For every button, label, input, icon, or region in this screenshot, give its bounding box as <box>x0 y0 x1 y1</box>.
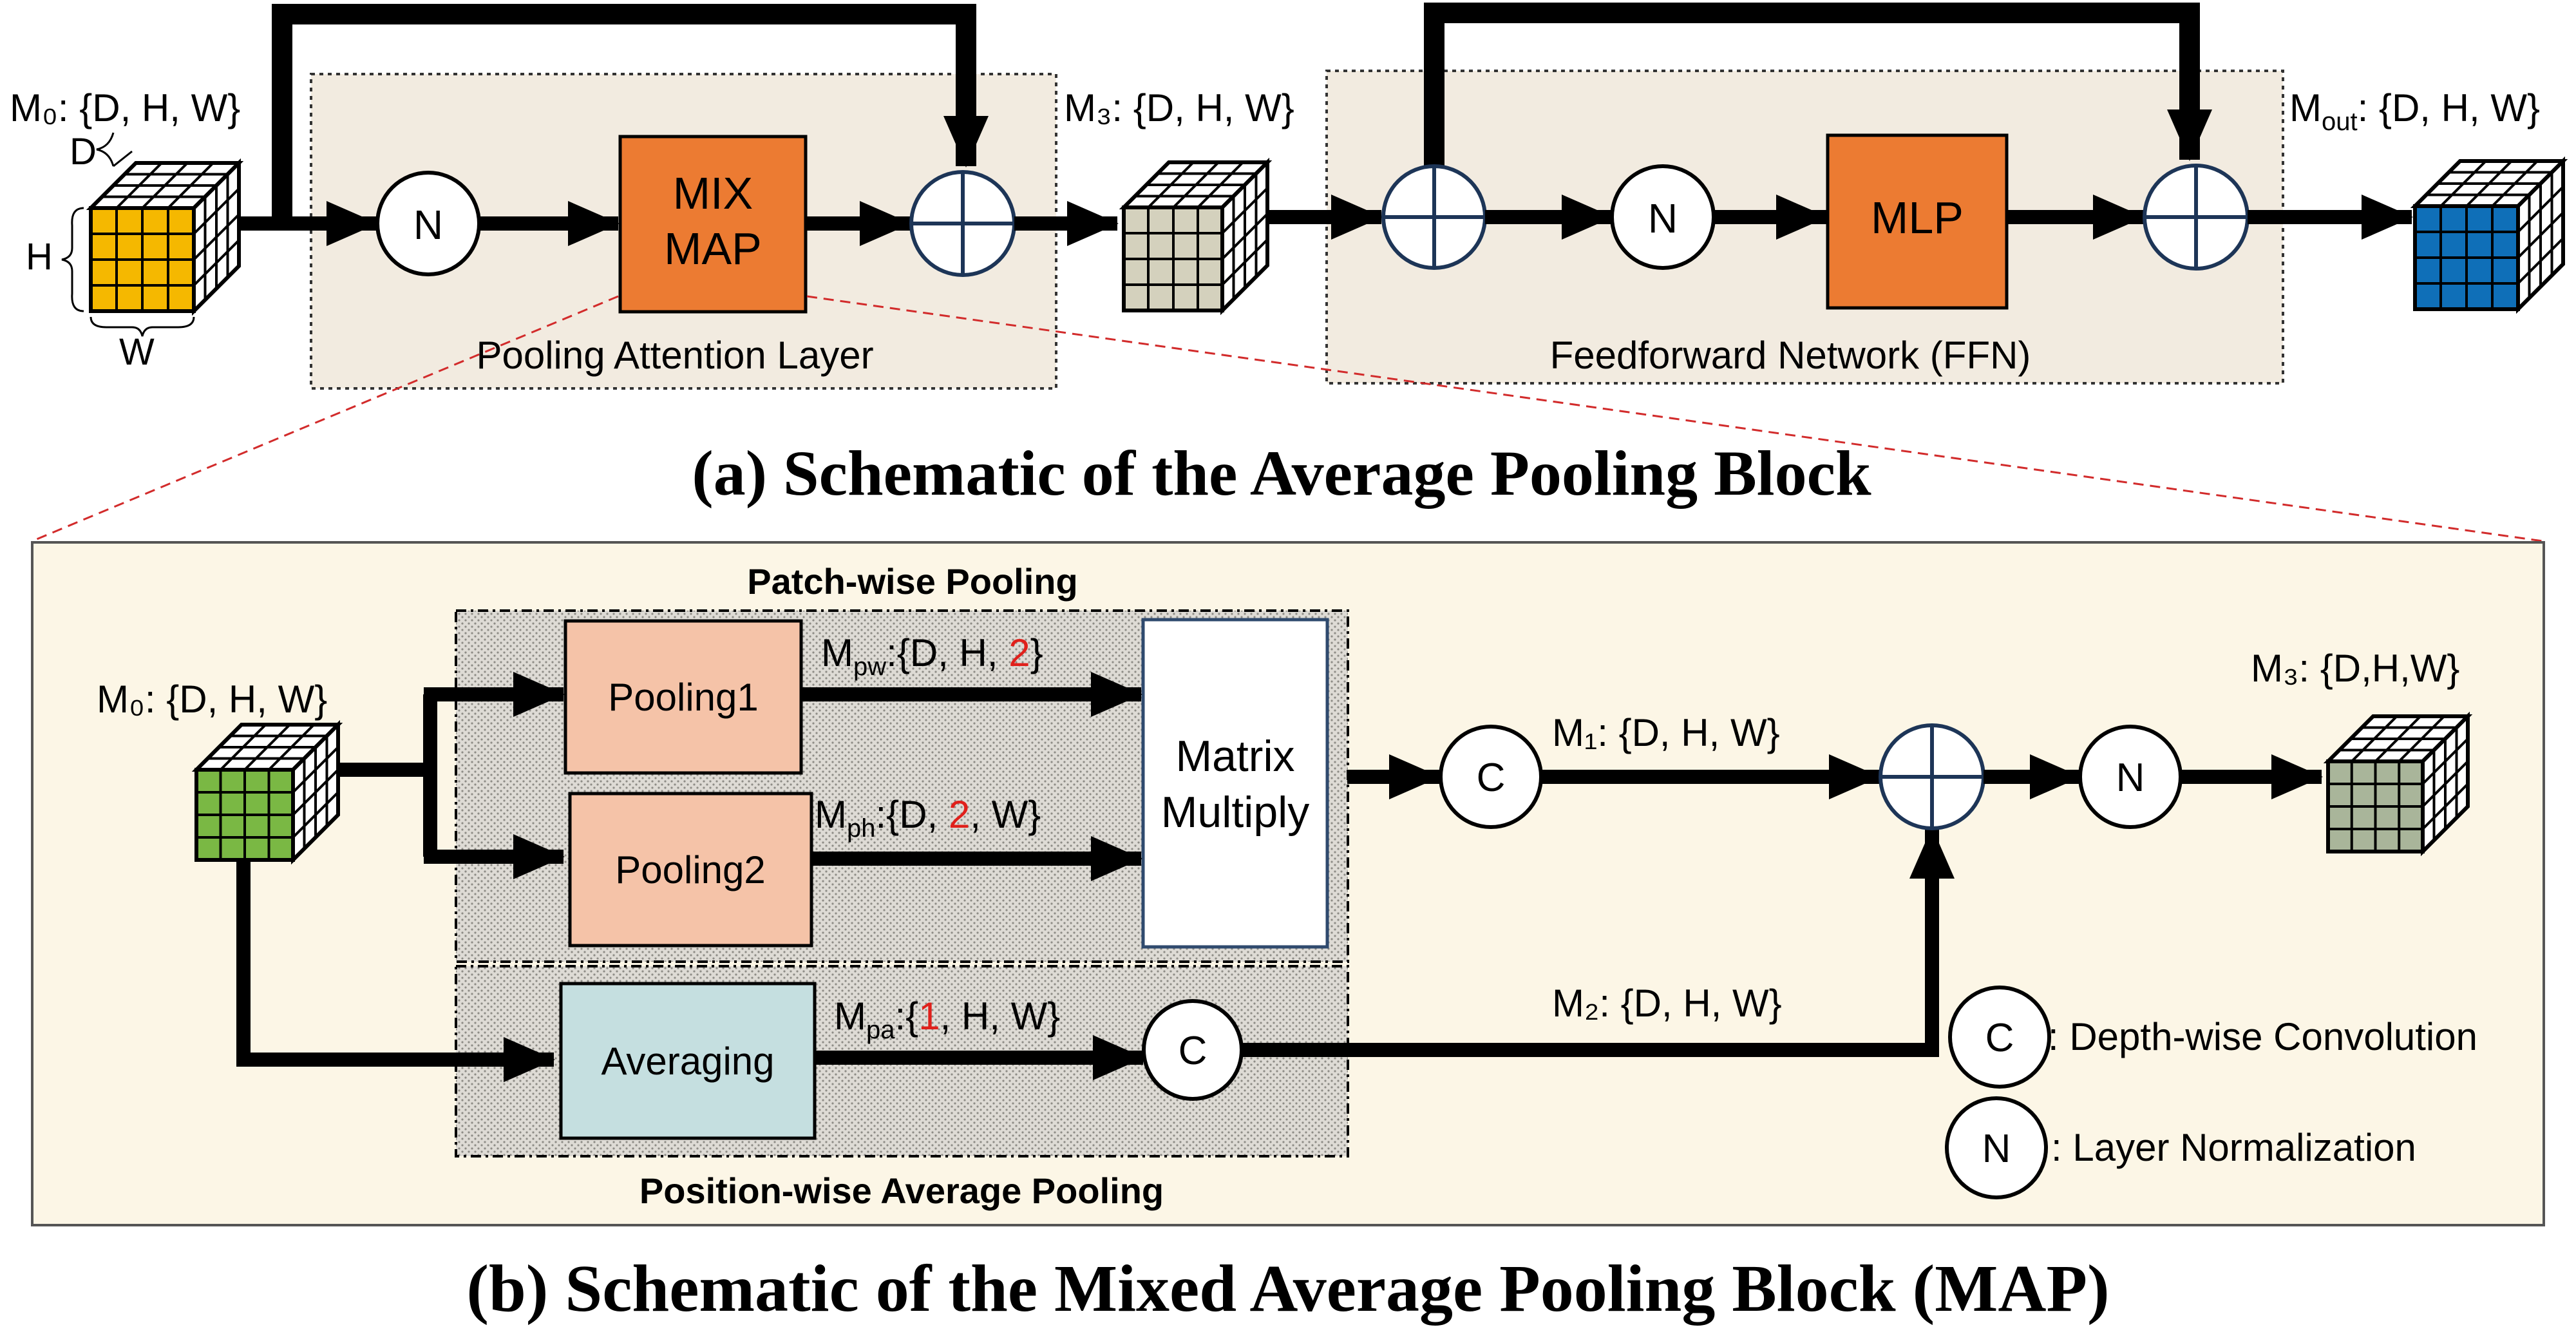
residual-skip-ffn <box>1424 3 2212 166</box>
panel-a-title: (a) Schematic of the Average Pooling Blo… <box>692 437 1871 509</box>
pooling-attention-layer-label: Pooling Attention Layer <box>476 334 873 377</box>
axis-h-label: H <box>26 236 53 278</box>
axis-d-label: D <box>70 131 97 173</box>
brace-d <box>96 132 133 167</box>
axis-w-label: W <box>119 331 155 373</box>
ffn-label: Feedforward Network (FFN) <box>1550 334 2031 377</box>
zoom-line-right <box>806 295 2543 542</box>
pooling2-label: Pooling2 <box>615 848 766 891</box>
zoom-line-left <box>32 295 619 542</box>
legend-norm-text: : Layer Normalization <box>2051 1126 2416 1169</box>
add-node-a2 <box>1381 164 1487 270</box>
branch-to-averaging <box>236 860 555 1082</box>
norm-node-b-label: N <box>2116 756 2145 800</box>
legend-conv-symbol <box>1948 986 2051 1089</box>
legend-conv-text: : Depth-wise Convolution <box>2048 1015 2477 1058</box>
add-node-b <box>1879 723 1985 830</box>
add-node-a1 <box>909 170 1016 277</box>
branch-to-poolings <box>338 694 437 857</box>
matrix-multiply-block <box>1141 618 1329 949</box>
mpa-label: Mpa:{1, H, W} <box>834 995 1060 1044</box>
averaging-label: Averaging <box>601 1040 774 1083</box>
pooling1-block <box>564 619 803 775</box>
brace-h <box>61 207 84 312</box>
residual-skip-a <box>272 4 989 224</box>
legend-conv-symbol-label: C <box>1985 1016 2014 1060</box>
input-shape-label-b: M₀: {D, H, W} <box>97 678 327 721</box>
mpw-label: Mpw:{D, H, 2} <box>821 631 1043 681</box>
legend-norm-symbol-label: N <box>1982 1127 2011 1171</box>
m3-shape-label-b: M₃: {D,H,W} <box>2251 647 2459 690</box>
position-wise-pooling-label: Position-wise Average Pooling <box>639 1170 1164 1211</box>
m3-shape-label-a: M₃: {D, H, W} <box>1064 86 1294 129</box>
legend-norm-symbol <box>1945 1096 2048 1199</box>
pooling1-label: Pooling1 <box>608 676 759 719</box>
m3-cube-a <box>1119 157 1273 316</box>
brace-w <box>90 316 195 337</box>
output-cube <box>2410 156 2568 314</box>
norm-node-a1-label: N <box>413 202 443 248</box>
mlp-label: MLP <box>1871 193 1964 243</box>
m3-cube-b <box>2323 711 2473 857</box>
mix-map-block <box>618 135 808 314</box>
patch-wise-pooling-label: Patch-wise Pooling <box>747 561 1077 602</box>
panel-a: M₀: {D, H, W} D H W N MIX MAP <box>10 3 2568 509</box>
legend: C : Depth-wise Convolution N : Layer Nor… <box>1945 986 2477 1199</box>
input-cube-b <box>191 719 343 865</box>
output-shape-label: Mout: {D, H, W} <box>2289 86 2540 136</box>
matrix-multiply-line2: Multiply <box>1161 788 1310 837</box>
arrow-m2-to-add <box>1242 827 1955 1057</box>
panel-b-title: (b) Schematic of the Mixed Average Pooli… <box>466 1252 2109 1326</box>
input-cube-a <box>86 158 244 316</box>
add-node-a3 <box>2143 164 2249 271</box>
mix-map-line2: MAP <box>664 224 762 274</box>
mix-map-line1: MIX <box>673 168 753 218</box>
panel-b: Patch-wise Pooling Position-wise Average… <box>31 541 2545 1226</box>
conv-node-b1-label: C <box>1477 756 1506 800</box>
matrix-multiply-line1: Matrix <box>1175 732 1294 781</box>
norm-node-a2-label: N <box>1648 195 1678 242</box>
pooling2-block <box>568 792 813 948</box>
conv-node-b2-label: C <box>1179 1029 1208 1073</box>
m1-shape-label: M₁: {D, H, W} <box>1552 711 1780 754</box>
m2-shape-label: M₂: {D, H, W} <box>1552 982 1782 1025</box>
input-shape-label-a: M₀: {D, H, W} <box>10 86 240 129</box>
mph-label: Mph:{D, 2, W} <box>815 793 1041 843</box>
